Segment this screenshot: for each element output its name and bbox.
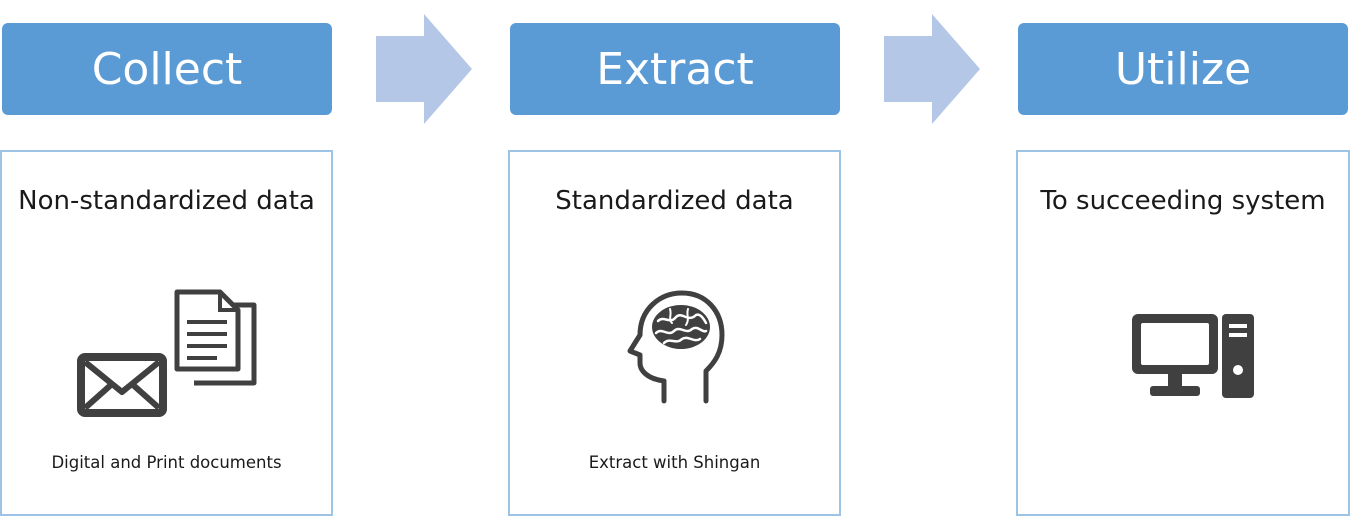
stage-header-utilize: Utilize bbox=[1018, 23, 1348, 115]
brain-head-icon bbox=[627, 290, 725, 404]
stage-header-label: Extract bbox=[596, 43, 754, 95]
stage-header-collect: Collect bbox=[2, 23, 332, 115]
stage-card-utilize: To succeeding system bbox=[1016, 150, 1350, 516]
card-title: To succeeding system bbox=[1040, 186, 1326, 216]
stage-header-label: Collect bbox=[91, 43, 243, 95]
documents-icon bbox=[174, 289, 257, 386]
card-caption: Digital and Print documents bbox=[51, 453, 282, 472]
stage-card-collect: Non-standardized data Digital and Print … bbox=[0, 150, 333, 516]
stage-header-extract: Extract bbox=[510, 23, 840, 115]
flow-arrow-right-icon bbox=[884, 14, 980, 124]
card-title: Standardized data bbox=[555, 186, 794, 216]
desktop-computer-icon bbox=[1132, 314, 1254, 398]
card-caption: Extract with Shingan bbox=[588, 453, 761, 472]
card-title: Non-standardized data bbox=[18, 186, 315, 216]
stage-card-extract: Standardized data Extract with Shingan bbox=[508, 150, 841, 516]
stage-header-label: Utilize bbox=[1114, 43, 1252, 95]
envelope-icon bbox=[77, 353, 167, 417]
flow-arrow-right-icon bbox=[376, 14, 472, 124]
